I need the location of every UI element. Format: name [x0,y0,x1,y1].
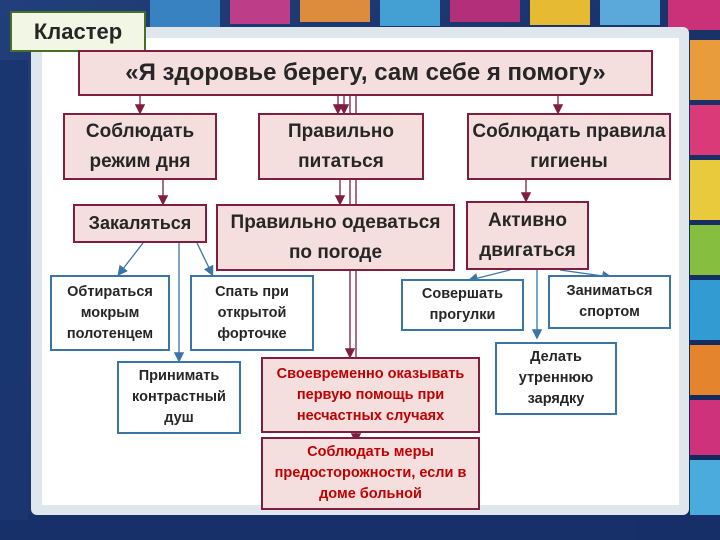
node-towel: Обтираться мокрым полотенцем [50,275,170,351]
node-firstaid: Своевременно оказывать первую помощь при… [261,357,480,433]
node-dress: Правильно одеваться по погоде [216,204,455,271]
node-sport: Заниматься спортом [548,275,671,329]
content-panel [42,38,679,505]
node-window: Спать при открытой форточке [190,275,314,351]
node-eat: Правильно питаться [258,113,424,180]
node-harden: Закаляться [73,204,207,243]
node-shower: Принимать контрастный душ [117,361,241,434]
node-exercise: Делать утреннюю зарядку [495,342,617,415]
node-regime: Соблюдать режим дня [63,113,217,180]
slide-tag: Кластер [10,11,146,52]
node-active: Активно двигаться [466,201,589,270]
node-care: Соблюдать меры предосторожности, если в … [261,437,480,510]
cluster-title: «Я здоровье берегу, сам себе я помогу» [78,50,653,96]
node-hygiene: Соблюдать правила гигиены [467,113,671,180]
node-walk: Совершать прогулки [401,279,524,331]
